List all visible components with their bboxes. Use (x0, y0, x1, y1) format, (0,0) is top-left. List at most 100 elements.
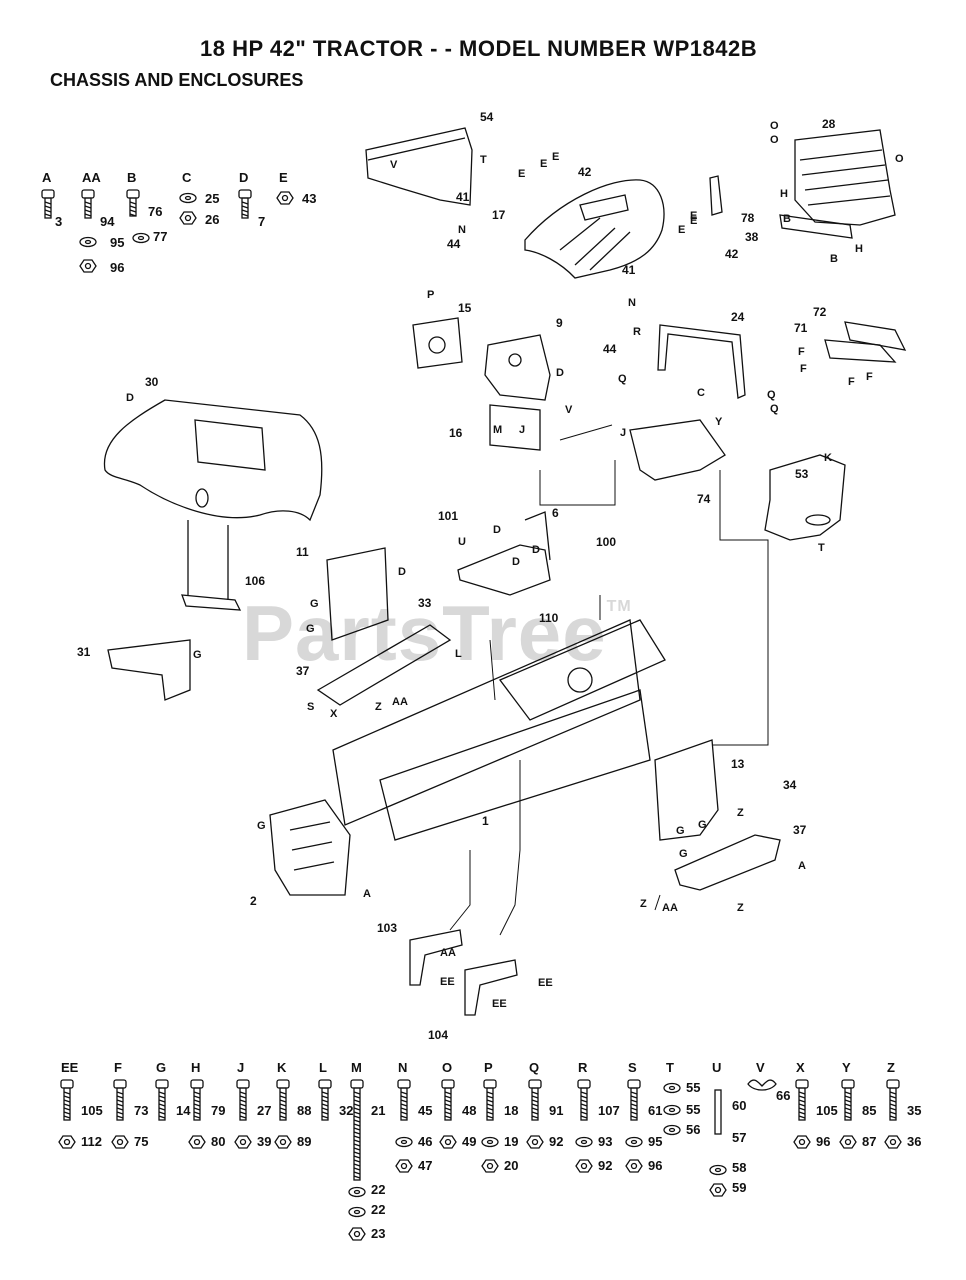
letter-label-p: P (427, 289, 434, 301)
bolt-icon-head (238, 189, 252, 199)
nut-icon (179, 211, 197, 225)
washer-icon-hole (668, 1107, 676, 1113)
hardware-letter-j: J (237, 1060, 244, 1075)
hardware-letter-m: M (351, 1060, 362, 1075)
bolt-icon-head (60, 1079, 74, 1089)
bracket-38 (779, 214, 853, 239)
panel-11 (326, 547, 389, 641)
frame-1-left (332, 619, 641, 826)
nut-icon-hole (84, 262, 92, 270)
hardware-letter-y: Y (842, 1060, 851, 1075)
hardware-part-26: 26 (205, 212, 219, 227)
callout-42: 42 (578, 165, 592, 179)
hardware-part-25: 25 (205, 191, 219, 206)
letter-label-aa: AA (440, 947, 456, 959)
letter-label-u: U (458, 536, 466, 548)
bolt-icon-thread (193, 1115, 201, 1119)
hardware-part-3: 3 (55, 214, 62, 229)
nut-icon (348, 1227, 366, 1241)
part-71 (824, 339, 897, 363)
bolt-icon-head (81, 189, 95, 199)
bolt-icon-thread (400, 1111, 408, 1115)
hardware-part-95: 95 (110, 235, 124, 250)
section-title: CHASSIS AND ENCLOSURES (50, 70, 304, 90)
hardware-part-39: 39 (257, 1134, 271, 1149)
hardware-letter-c: C (182, 170, 192, 185)
letter-label-d: D (556, 367, 564, 379)
bolt-icon-thread (798, 1115, 806, 1119)
bolt-icon-thread (239, 1103, 247, 1107)
bolt-icon-thread (531, 1111, 539, 1115)
bolt-icon-thread (44, 201, 52, 205)
bolt-icon-thread (321, 1103, 329, 1107)
callout-17: 17 (492, 208, 506, 222)
washer-icon (663, 1082, 681, 1094)
bolt-icon-thread (531, 1107, 539, 1111)
bolt-icon-thread (241, 209, 249, 213)
hardware-letter-v: V (756, 1060, 765, 1075)
bolt-icon-thread (353, 1147, 361, 1151)
letter-label-d: D (512, 556, 520, 568)
bolt-icon-thread (116, 1115, 124, 1119)
bolt-icon-thread (353, 1143, 361, 1147)
letter-label-b: B (783, 213, 791, 225)
letter-label-d: D (398, 566, 406, 578)
connector-lines (449, 424, 769, 936)
bolt-icon-thread (630, 1107, 638, 1111)
watermark-text: PartsTree (242, 589, 607, 677)
washer-icon (395, 1136, 413, 1148)
bolt-icon-head (276, 1079, 290, 1089)
washer-icon (625, 1136, 643, 1148)
nut-icon-hole (116, 1138, 124, 1146)
hardware-part-87: 87 (862, 1134, 876, 1149)
letter-label-s: S (307, 701, 314, 713)
letter-label-e: E (540, 158, 547, 170)
bolt-icon-thread (580, 1115, 588, 1119)
pin-icon (714, 1089, 722, 1135)
letter-label-f: F (866, 371, 873, 383)
nut-icon (884, 1135, 902, 1149)
bolt-icon-thread (889, 1107, 897, 1111)
fender-30-panel (194, 419, 266, 471)
hardware-part-55: 55 (686, 1080, 700, 1095)
plate-6-arm (524, 511, 551, 561)
bracket-78 (709, 175, 723, 216)
letter-label-e: E (678, 224, 685, 236)
bolt-icon-thread (321, 1095, 329, 1099)
hardware-part-48: 48 (462, 1103, 476, 1118)
washer-icon (348, 1186, 366, 1198)
hardware-letter-d: D (239, 170, 248, 185)
letter-label-a: A (363, 888, 371, 900)
bolt-icon-thread (353, 1115, 361, 1119)
letter-label-x: X (330, 708, 338, 720)
bolt-icon-thread (580, 1107, 588, 1111)
washer-icon (179, 192, 197, 204)
hardware-part-47: 47 (418, 1158, 432, 1173)
hardware-part-46: 46 (418, 1134, 432, 1149)
hardware-letter-n: N (398, 1060, 407, 1075)
letter-label-g: G (679, 848, 688, 860)
bolt-icon-head (126, 189, 140, 199)
bracket-74 (629, 419, 726, 481)
letter-label-g: G (698, 819, 707, 831)
bolt-icon-thread (486, 1111, 494, 1115)
bolt-icon-thread (486, 1091, 494, 1095)
callout-15: 15 (458, 301, 472, 315)
letter-label-ee: EE (440, 976, 455, 988)
step-34-right (674, 834, 781, 891)
hardware-part-22: 22 (371, 1182, 385, 1197)
bolt-icon-thread (63, 1091, 71, 1095)
part-72 (844, 321, 907, 351)
nut-icon-hole (193, 1138, 201, 1146)
nut-icon-hole (444, 1138, 452, 1146)
bolt-icon-thread (889, 1091, 897, 1095)
hardware-letter-q: Q (529, 1060, 539, 1075)
bolt-icon-thread (400, 1115, 408, 1119)
washer-icon (132, 232, 150, 244)
letter-label-v: V (390, 159, 398, 171)
nut-icon (111, 1135, 129, 1149)
bolt-icon-head (190, 1079, 204, 1089)
hardware-part-76: 76 (148, 204, 162, 219)
letter-label-e: E (690, 215, 697, 227)
bolt-icon-head (577, 1079, 591, 1089)
